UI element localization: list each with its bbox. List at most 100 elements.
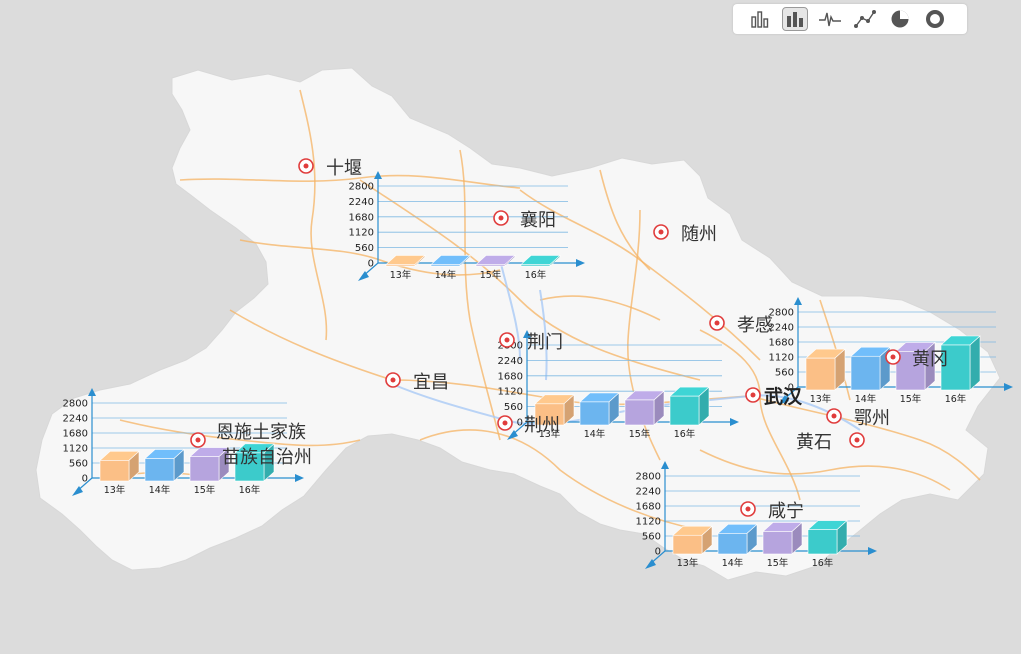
- bar[interactable]: [850, 346, 891, 391]
- pie-chart-icon: [891, 10, 909, 28]
- city-marker-icon[interactable]: [497, 415, 513, 431]
- ring-chart-icon: [926, 10, 944, 28]
- bar[interactable]: [579, 392, 620, 426]
- z-axis-arrow: [645, 559, 656, 569]
- y-tick-label: 560: [355, 243, 374, 254]
- city-label[interactable]: 十堰: [326, 158, 362, 179]
- y-tick-label: 560: [69, 459, 88, 470]
- x-tick-label: 13年: [810, 393, 832, 405]
- city-marker-icon[interactable]: [493, 210, 509, 226]
- chart-layer: 0 560 1120 1680 2240 2800 13年 14年 15年 16年 0 560 1120…: [63, 171, 1013, 569]
- y-axis-arrow: [794, 297, 802, 305]
- x-axis-arrow: [730, 418, 739, 426]
- city-marker-icon[interactable]: [740, 501, 756, 517]
- y-tick-label: 1680: [63, 429, 88, 440]
- city-marker-icon[interactable]: [298, 158, 314, 174]
- waveform-icon: [819, 12, 841, 27]
- province-shape: [35, 67, 1001, 581]
- x-tick-label: 16年: [945, 393, 967, 405]
- city-marker-icon[interactable]: [653, 224, 669, 240]
- y-tick-label: 1120: [349, 228, 374, 239]
- city-marker-icon[interactable]: [709, 315, 725, 331]
- bar[interactable]: [534, 394, 575, 426]
- city-label[interactable]: 黄石: [796, 432, 832, 453]
- x-tick-label: 14年: [435, 269, 457, 281]
- city-marker-icon[interactable]: [745, 387, 761, 403]
- x-tick-label: 13年: [539, 428, 561, 440]
- bar-chart-button[interactable]: [747, 7, 773, 31]
- city-label[interactable]: 恩施土家族: [216, 422, 306, 443]
- city-marker-icon[interactable]: [385, 372, 401, 388]
- y-tick-label: 2800: [63, 399, 88, 410]
- bar[interactable]: [99, 450, 140, 482]
- bar[interactable]: [385, 254, 426, 267]
- city-label[interactable]: 荆门: [527, 332, 563, 353]
- bar[interactable]: [144, 448, 185, 482]
- bar[interactable]: [669, 386, 710, 426]
- city-marker-icon[interactable]: [826, 408, 842, 424]
- y-tick-label: 2800: [349, 182, 374, 193]
- x-tick-label: 15年: [629, 428, 651, 440]
- bar[interactable]: [717, 523, 758, 555]
- y-tick-label: 2800: [769, 308, 794, 319]
- y-tick-label: 1120: [498, 387, 523, 398]
- y-tick-label: 560: [775, 368, 794, 379]
- city-marker-icon[interactable]: [849, 432, 865, 448]
- x-tick-label: 13年: [677, 557, 699, 569]
- bar-3d-button[interactable]: [782, 7, 808, 31]
- bar[interactable]: [805, 348, 846, 391]
- bar[interactable]: [234, 443, 275, 482]
- scatter-line-button[interactable]: [852, 7, 878, 31]
- city-label[interactable]: 鄂州: [854, 408, 890, 429]
- bar[interactable]: [895, 341, 936, 391]
- bar[interactable]: [940, 335, 981, 391]
- y-tick-label: 2800: [636, 472, 661, 483]
- city-label[interactable]: 宜昌: [413, 372, 449, 393]
- x-tick-label: 15年: [480, 269, 502, 281]
- y-tick-label: 2240: [498, 356, 523, 367]
- bar[interactable]: [762, 521, 803, 555]
- city-marker-icon[interactable]: [499, 332, 515, 348]
- x-tick-label: 13年: [104, 484, 126, 496]
- x-tick-label: 14年: [149, 484, 171, 496]
- ring-chart-button[interactable]: [922, 7, 948, 31]
- pie-chart-button[interactable]: [887, 7, 913, 31]
- y-tick-label: 2240: [349, 197, 374, 208]
- city-label[interactable]: 咸宁: [768, 501, 804, 522]
- x-tick-label: 16年: [812, 557, 834, 569]
- y-tick-label: 0: [368, 259, 374, 270]
- x-axis-arrow: [1004, 383, 1013, 391]
- city-label[interactable]: 苗族自治州: [222, 447, 312, 468]
- y-tick-label: 0: [517, 418, 523, 429]
- bar[interactable]: [430, 254, 471, 267]
- bar[interactable]: [672, 525, 713, 555]
- y-tick-label: 560: [504, 402, 523, 413]
- y-tick-label: 2240: [63, 414, 88, 425]
- x-tick-label: 15年: [900, 393, 922, 405]
- z-axis-arrow: [358, 271, 369, 281]
- bar[interactable]: [624, 390, 665, 426]
- city-label[interactable]: 黄冈: [912, 349, 948, 370]
- city-marker-icon[interactable]: [885, 349, 901, 365]
- x-tick-label: 15年: [767, 557, 789, 569]
- y-tick-label: 1680: [769, 338, 794, 349]
- city-marker-icon[interactable]: [190, 432, 206, 448]
- bar[interactable]: [807, 519, 848, 555]
- city-label[interactable]: 襄阳: [520, 210, 556, 231]
- city-label[interactable]: 孝感: [737, 315, 773, 336]
- y-tick-label: 1680: [498, 371, 523, 382]
- bar[interactable]: [520, 254, 561, 267]
- city-label[interactable]: 武汉: [764, 386, 803, 408]
- chart-type-toolbar: [733, 4, 967, 34]
- y-tick-label: 1680: [349, 212, 374, 223]
- city-label[interactable]: 荆州: [524, 415, 560, 436]
- bar[interactable]: [475, 254, 516, 267]
- bar[interactable]: [189, 446, 230, 482]
- city-label[interactable]: 随州: [681, 224, 717, 245]
- line-chart-button[interactable]: [817, 7, 843, 31]
